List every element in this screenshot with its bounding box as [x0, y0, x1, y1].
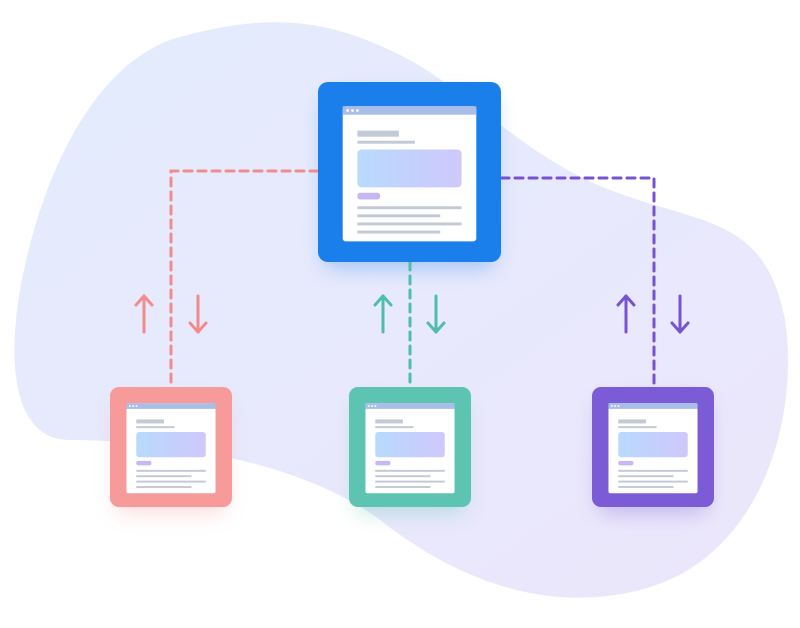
- window-dot: [351, 109, 354, 112]
- window-dot: [610, 405, 613, 407]
- placeholder-text-line: [618, 469, 688, 472]
- browser-window-icon: [126, 403, 216, 494]
- arrow-down-icon-head: [188, 321, 208, 334]
- placeholder-text-line: [357, 222, 462, 226]
- placeholder-text-line: [375, 480, 445, 483]
- placeholder-tag: [357, 192, 381, 200]
- placeholder-image: [136, 432, 206, 458]
- placeholder-image: [375, 432, 445, 458]
- placeholder-text-line: [618, 486, 674, 489]
- placeholder-tag: [375, 460, 391, 466]
- dashed-connector-purple: [499, 176, 656, 389]
- placeholder-heading: [618, 419, 646, 424]
- placeholder-text-line: [136, 486, 192, 489]
- browser-window-icon: [608, 403, 698, 494]
- arrow-up-icon-head: [616, 294, 636, 307]
- placeholder-image: [357, 149, 462, 188]
- placeholder-text-line: [618, 480, 688, 483]
- placeholder-heading: [375, 419, 403, 424]
- browser-window-icon: [342, 106, 477, 242]
- arrow-up-icon: [134, 294, 154, 334]
- node-box-purple: [592, 387, 714, 507]
- placeholder-subheading: [375, 426, 414, 429]
- arrow-down-icon: [188, 294, 208, 334]
- arrow-up-icon: [616, 294, 636, 334]
- placeholder-text-line: [357, 230, 441, 234]
- window-dot: [617, 405, 620, 407]
- arrow-up-icon: [373, 294, 393, 334]
- window-title-bar: [342, 106, 477, 115]
- node-box-teal: [349, 387, 471, 507]
- placeholder-heading: [357, 130, 399, 137]
- window-dot: [367, 405, 370, 407]
- arrow-up-icon-head: [373, 294, 393, 307]
- placeholder-tag: [618, 460, 634, 466]
- browser-window-icon: [365, 403, 455, 494]
- node-box-coral: [110, 387, 232, 507]
- arrow-down-icon-head: [670, 321, 690, 334]
- placeholder-text-line: [375, 469, 445, 472]
- window-dot: [132, 405, 135, 407]
- arrow-down-icon-head: [426, 321, 446, 334]
- placeholder-text-line: [375, 486, 431, 489]
- placeholder-tag: [136, 460, 152, 466]
- placeholder-text-line: [136, 469, 206, 472]
- placeholder-subheading: [136, 426, 175, 429]
- window-dot: [356, 109, 359, 112]
- placeholder-heading: [136, 419, 164, 424]
- placeholder-text-line: [136, 480, 206, 483]
- window-title-bar: [608, 403, 698, 409]
- arrow-down-icon: [426, 294, 446, 334]
- placeholder-subheading: [618, 426, 657, 429]
- window-dot: [346, 109, 350, 112]
- window-title-bar: [126, 403, 216, 409]
- window-dot: [374, 405, 377, 407]
- arrow-down-icon: [670, 294, 690, 334]
- placeholder-text-line: [357, 206, 462, 210]
- placeholder-image: [618, 432, 688, 458]
- window-dot: [371, 405, 374, 407]
- placeholder-text-line: [375, 475, 431, 478]
- connector-group: [169, 169, 656, 389]
- hub-box: [318, 82, 501, 262]
- placeholder-text-line: [618, 475, 674, 478]
- placeholder-text-line: [136, 475, 192, 478]
- arrow-up-icon-head: [134, 294, 154, 307]
- dashed-connector-coral: [169, 169, 320, 389]
- placeholder-subheading: [357, 140, 415, 144]
- window-dot: [614, 405, 617, 407]
- window-title-bar: [365, 403, 455, 409]
- window-dot: [128, 405, 131, 407]
- arrow-group: [134, 294, 690, 334]
- window-dot: [135, 405, 138, 407]
- placeholder-text-line: [357, 214, 441, 218]
- box-group: [110, 82, 714, 507]
